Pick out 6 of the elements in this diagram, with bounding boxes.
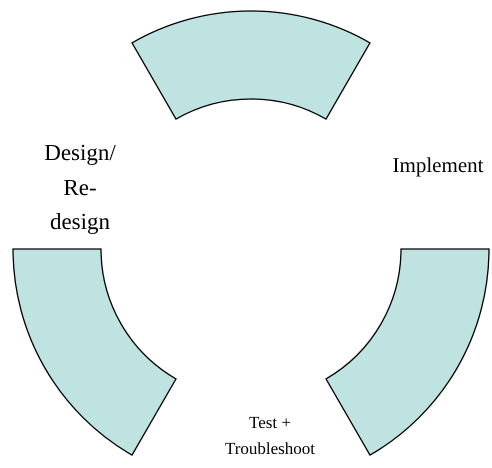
stage-label: Implement bbox=[392, 152, 484, 179]
stage-label: Design/ Re-design bbox=[43, 139, 117, 236]
arc-segment bbox=[325, 248, 490, 456]
arc-segment bbox=[131, 10, 371, 120]
arc-segment bbox=[12, 248, 177, 456]
stage-label: Test + Troubleshoot bbox=[224, 412, 316, 460]
